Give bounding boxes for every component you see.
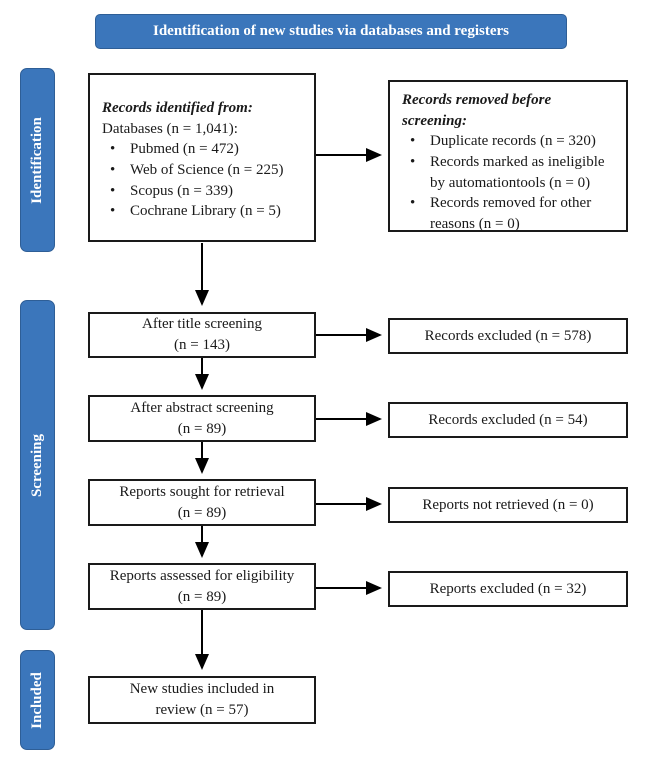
title-screening-line1: After title screening <box>142 316 262 333</box>
reports-sought-count: (n = 89) <box>177 504 227 521</box>
title-screening-count: (n = 143) <box>174 337 230 353</box>
bullet-item: Records marked as ineligible by automati… <box>408 152 618 193</box>
bullet-item: Web of Science (n = 225) <box>108 160 304 181</box>
records-identified-subheading: Databases (n = 1,041): <box>102 120 238 137</box>
bullet-item: Records removed for other reasons (n = 0… <box>408 193 618 234</box>
reports-assessed-count: (n = 89) <box>177 588 227 605</box>
reports-excluded-box: Reports excluded (n = 32) <box>388 571 628 607</box>
new-studies-line1: New studies included in <box>129 681 275 698</box>
reports-not-retrieved-box: Reports not retrieved (n = 0) <box>388 487 628 523</box>
new-studies-count: review (n = 57) <box>155 702 249 718</box>
records-identified-box: Records identified from: Databases (n = … <box>88 73 316 242</box>
title-banner: Identification of new studies via databa… <box>95 14 567 49</box>
records-excluded-abstract-box: Records excluded (n = 54) <box>388 402 628 438</box>
records-excluded-title-label: Records excluded (n = 578) <box>424 327 592 344</box>
phase-strip-identification: Identification <box>20 68 55 252</box>
reports-excluded-label: Reports excluded (n = 32) <box>429 580 587 597</box>
phase-strip-included-label: Included <box>29 671 46 729</box>
records-removed-bullet-list: Duplicate records (n = 320)Records marke… <box>402 131 618 234</box>
records-removed-box: Records removed before screening: Duplic… <box>388 80 628 232</box>
reports-sought-box: Reports sought for retrieval (n = 89) <box>88 479 316 526</box>
phase-strip-included: Included <box>20 650 55 750</box>
abstract-screening-line1: After abstract screening <box>130 399 274 416</box>
abstract-screening-box: After abstract screening (n = 89) <box>88 395 316 442</box>
bullet-item: Pubmed (n = 472) <box>108 139 304 160</box>
title-banner-label: Identification of new studies via databa… <box>153 23 509 39</box>
records-excluded-title-box: Records excluded (n = 578) <box>388 318 628 354</box>
records-identified-bullet-list: Pubmed (n = 472)Web of Science (n = 225)… <box>102 139 304 222</box>
bullet-item: Scopus (n = 339) <box>108 181 304 202</box>
phase-strip-identification-label: Identification <box>29 116 46 204</box>
bullet-item: Cochrane Library (n = 5) <box>108 201 304 222</box>
phase-strip-screening-label: Screening <box>29 433 45 497</box>
records-excluded-abstract-label: Records excluded (n = 54) <box>428 411 588 428</box>
bullet-item: Duplicate records (n = 320) <box>408 131 618 152</box>
phase-strip-screening: Screening <box>20 300 55 630</box>
abstract-screening-count: (n = 89) <box>177 420 227 437</box>
records-identified-heading: Records identified from: <box>102 100 253 116</box>
new-studies-included-box: New studies included in review (n = 57) <box>88 676 316 724</box>
records-removed-heading: Records removed before screening: <box>402 92 552 129</box>
title-screening-box: After title screening (n = 143) <box>88 312 316 358</box>
reports-assessed-box: Reports assessed for eligibility (n = 89… <box>88 563 316 610</box>
reports-not-retrieved-label: Reports not retrieved (n = 0) <box>422 496 594 513</box>
reports-sought-line1: Reports sought for retrieval <box>119 483 285 500</box>
reports-assessed-line1: Reports assessed for eligibility <box>109 567 295 584</box>
